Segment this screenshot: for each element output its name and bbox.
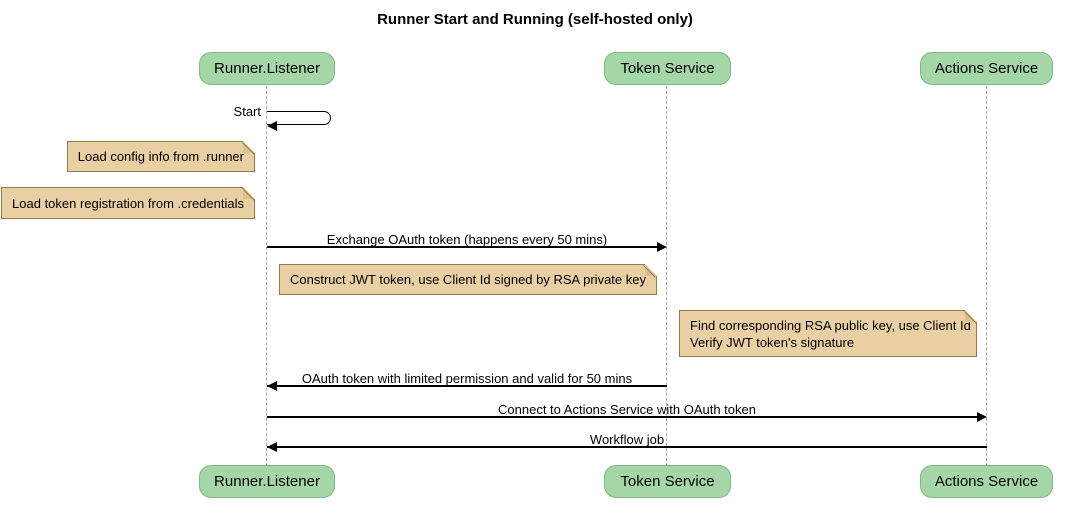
participant-label: Runner.Listener [214,473,320,490]
note-text: Load token registration from .credential… [12,195,244,211]
message-start-self-arrow [267,111,331,125]
participant-token-service-bottom: Token Service [604,465,731,498]
lifeline-token-service [666,86,667,466]
participant-label: Runner.Listener [214,60,320,77]
note-load-config: Load config info from .runner [66,141,256,172]
message-start-label: Start [233,104,261,119]
lifeline-runner-listener [266,86,267,466]
message-oauth-return-line [267,385,667,387]
participant-label: Token Service [620,473,715,490]
message-connect-actions-label: Connect to Actions Service with OAuth to… [498,402,756,417]
arrowhead-left-icon [267,442,277,452]
note-text: Load config info from .runner [77,149,244,164]
message-exchange-oauth-label: Exchange OAuth token (happens every 50 m… [326,232,608,247]
arrowhead-right-icon [977,412,987,422]
note-load-token-registration: Load token registration from .credential… [1,187,255,219]
participant-runner-listener-bottom: Runner.Listener [199,465,335,498]
participant-label: Actions Service [934,473,1039,490]
arrowhead-right-icon [657,242,667,252]
note-text-line2: Verify JWT token's signature [690,334,855,350]
message-workflow-job-line [267,446,987,448]
participant-label: Token Service [620,60,715,77]
lifeline-actions-service [986,86,987,466]
arrowhead-left-icon [267,121,277,131]
message-oauth-return-label: OAuth token with limited permission and … [301,371,633,386]
message-exchange-oauth-line [267,246,659,248]
arrowhead-left-icon [267,381,277,391]
participant-actions-service-top: Actions Service [920,52,1053,85]
message-connect-actions-line [267,416,979,418]
diagram-title: Runner Start and Running (self-hosted on… [377,11,693,28]
participant-label: Actions Service [934,60,1039,77]
note-text: Construct JWT token, use Client Id signe… [290,272,646,287]
participant-runner-listener-top: Runner.Listener [199,52,335,85]
note-verify-jwt: Find corresponding RSA public key, use C… [679,310,977,357]
participant-actions-service-bottom: Actions Service [920,465,1053,498]
note-text-line1: Find corresponding RSA public key, use C… [690,317,971,333]
note-construct-jwt: Construct JWT token, use Client Id signe… [279,264,657,295]
participant-token-service-top: Token Service [604,52,731,85]
message-workflow-job-label: Workflow job [589,432,665,447]
